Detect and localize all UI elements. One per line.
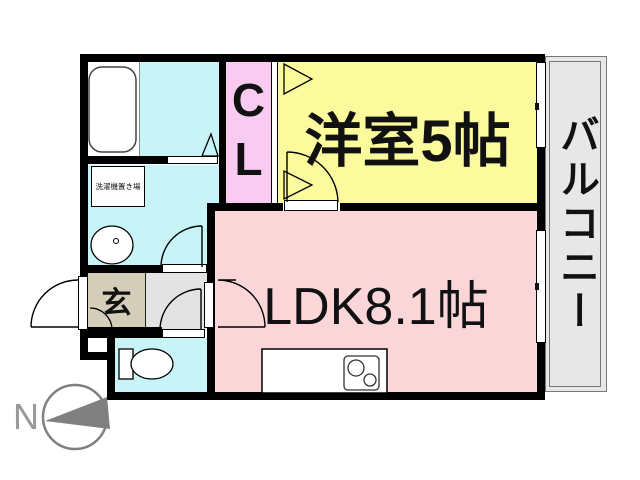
opening-hallway-ldk [204,282,214,328]
balcony-railing [549,61,601,387]
label-entrance: 玄 [101,287,132,320]
label-balcony: バルコニー [554,114,598,334]
wall-western-south-a [215,203,283,211]
wall-western-south-b [340,203,537,211]
wall-bathroom-south [80,156,167,164]
wall-left-upper [80,54,88,277]
balcony-outline [545,56,607,392]
room-closet [226,62,271,203]
label-ldk: LDK8.1帖 [263,278,489,336]
label-compass-north: N [13,396,39,437]
wall-right-mid [537,148,545,230]
opening-front-door [78,276,88,330]
wall-left-lower [80,330,88,360]
wall-washroom-south [80,265,162,273]
closet-sliding-track [271,62,278,203]
wall-top [80,54,545,62]
bathtub-compartment [88,62,140,157]
wall-right-lower [537,343,545,400]
label-closet: CL [222,73,275,192]
front-door-swing [30,279,79,328]
opening-hallway-toilet [162,329,205,338]
wall-closet-west [219,54,226,211]
opening-washroom-door [162,264,207,273]
room-toilet [115,338,207,392]
wall-entrance-south [80,327,162,338]
room-hallway [145,273,207,330]
label-laundry-space: 洗濯機置き場 [91,166,145,207]
wall-step [80,352,115,360]
wall-toilet-left [107,338,115,400]
wall-bottom [107,392,545,400]
label-western-room: 洋室5帖 [304,108,511,174]
compass-circle [41,383,109,451]
opening-bathroom-door [167,156,218,164]
north-arrow-icon [45,397,110,429]
